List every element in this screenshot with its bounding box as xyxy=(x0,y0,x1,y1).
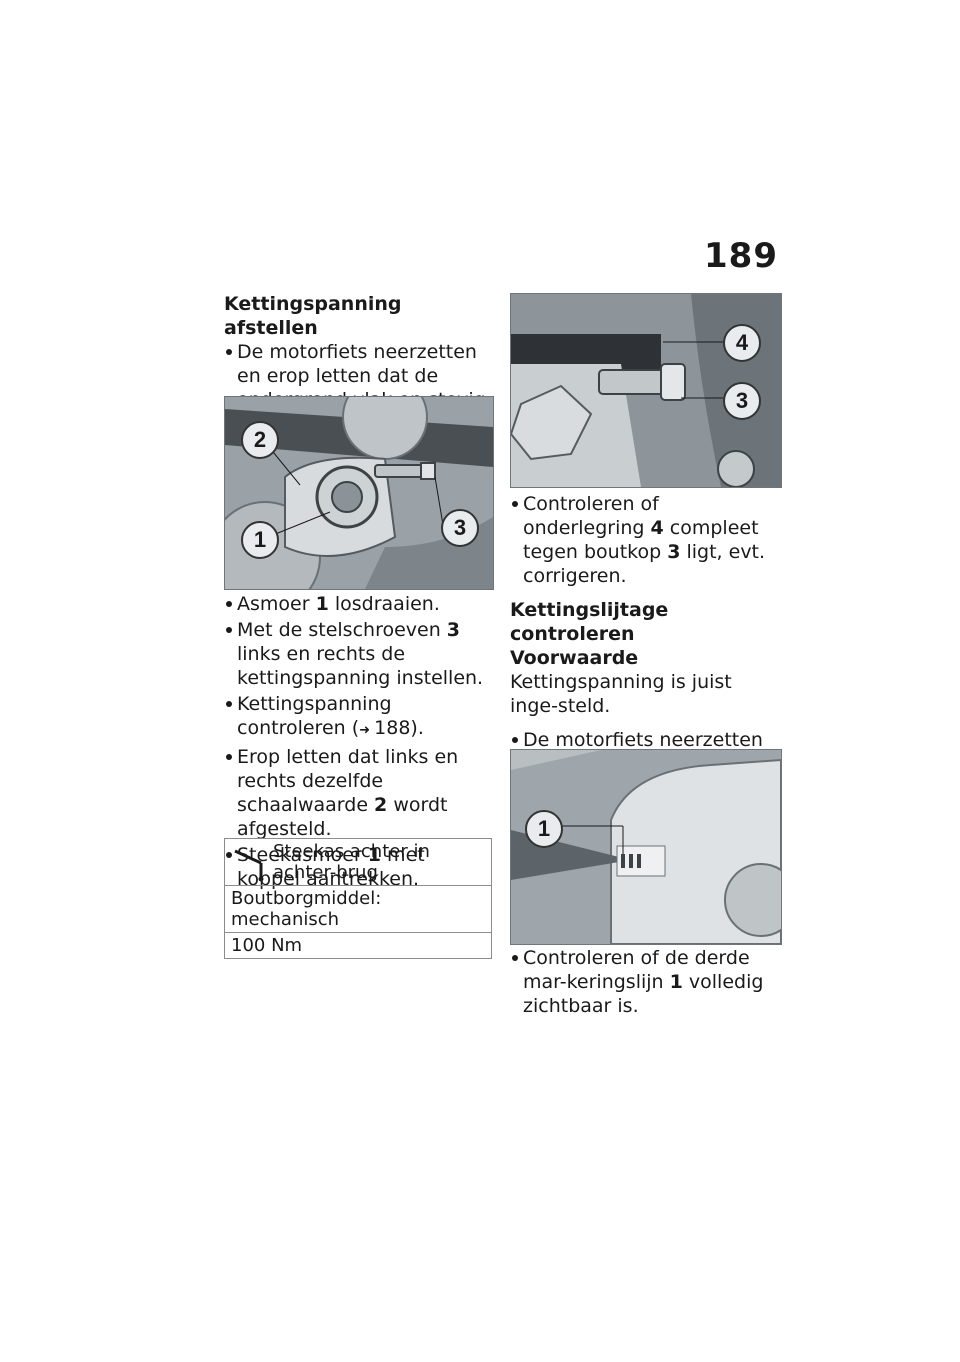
final-list: Controleren of de derde mar-keringslijn … xyxy=(510,946,778,1018)
spec-locking-agent: Boutborgmiddel: mechanisch xyxy=(224,885,492,933)
figure-label-1: 1 xyxy=(241,521,279,559)
step-text: losdraaien. xyxy=(328,593,440,615)
page-number: 189 xyxy=(704,236,778,276)
spec-title: Steekas achter in achter-brug xyxy=(273,841,430,883)
figure-axle-nut-adjusters: 2 1 3 xyxy=(224,396,494,590)
step-text: Asmoer xyxy=(237,593,316,615)
list-item: Controleren of de derde mar-keringslijn … xyxy=(510,946,778,1018)
figure-label-2: 2 xyxy=(241,421,279,459)
figure-illustration xyxy=(511,750,781,944)
step-text: Controleren of de derde mar-keringslijn xyxy=(523,947,750,993)
figure-label-3: 3 xyxy=(441,509,479,547)
section-heading-chain-wear: Kettingslijtage controleren xyxy=(510,599,669,645)
step-text: wordt afgesteld. xyxy=(237,794,448,840)
figure-washer-bolt-head: 4 3 xyxy=(510,293,782,488)
page-reference-arrow-icon[interactable]: ➜ xyxy=(359,723,375,738)
list-item: Erop letten dat links en rechts dezelfde… xyxy=(224,745,492,841)
step-text: Kettingspanning controleren ( xyxy=(237,693,392,739)
step-text: Erop letten dat links en rechts dezelfde… xyxy=(237,746,459,816)
figure-label-4: 4 xyxy=(723,324,761,362)
list-item: Controleren of onderlegring 4 compleet t… xyxy=(510,492,778,588)
step-text: Met de stelschroeven xyxy=(237,619,447,641)
list-item: Kettingspanning controleren (➜ 188). xyxy=(224,692,492,743)
spec-title-cell: Steekas achter in achter-brug xyxy=(224,838,492,886)
step-text: compleet tegen boutkop xyxy=(523,517,759,563)
ref-number: 1 xyxy=(315,593,329,615)
torque-wrench-icon xyxy=(234,849,264,882)
right-final: Controleren of de derde mar-keringslijn … xyxy=(510,946,778,1020)
ref-number: 2 xyxy=(374,794,388,816)
spec-torque-value: 100 Nm xyxy=(224,932,492,959)
subheading-precondition: Voorwaarde xyxy=(510,647,639,669)
ref-number: 4 xyxy=(650,517,664,539)
figure-marking-lines: 1 xyxy=(510,749,782,945)
check-list: Controleren of onderlegring 4 compleet t… xyxy=(510,492,778,588)
step-text: volledig zichtbaar is. xyxy=(523,971,764,1017)
ref-number: 3 xyxy=(446,619,461,641)
section-heading-chain-tension: Kettingspanning afstellen xyxy=(224,293,402,339)
list-item: Asmoer 1 losdraaien. xyxy=(224,592,492,616)
step-text: Controleren of onderlegring xyxy=(523,493,659,539)
step-text: ligt, evt. corrigeren. xyxy=(523,541,766,587)
figure-label-1: 1 xyxy=(525,810,563,848)
page-reference[interactable]: 188). xyxy=(374,717,424,739)
step-text: links en rechts de kettingspanning inste… xyxy=(237,643,484,689)
ref-number: 3 xyxy=(667,541,681,563)
precondition-text: Kettingspanning is juist inge-steld. xyxy=(510,671,732,717)
figure-label-3: 3 xyxy=(723,382,761,420)
ref-number: 1 xyxy=(669,971,683,993)
list-item: Met de stelschroeven 3 links en rechts d… xyxy=(224,618,492,690)
torque-spec-table: Steekas achter in achter-brug Boutborgmi… xyxy=(224,838,492,959)
